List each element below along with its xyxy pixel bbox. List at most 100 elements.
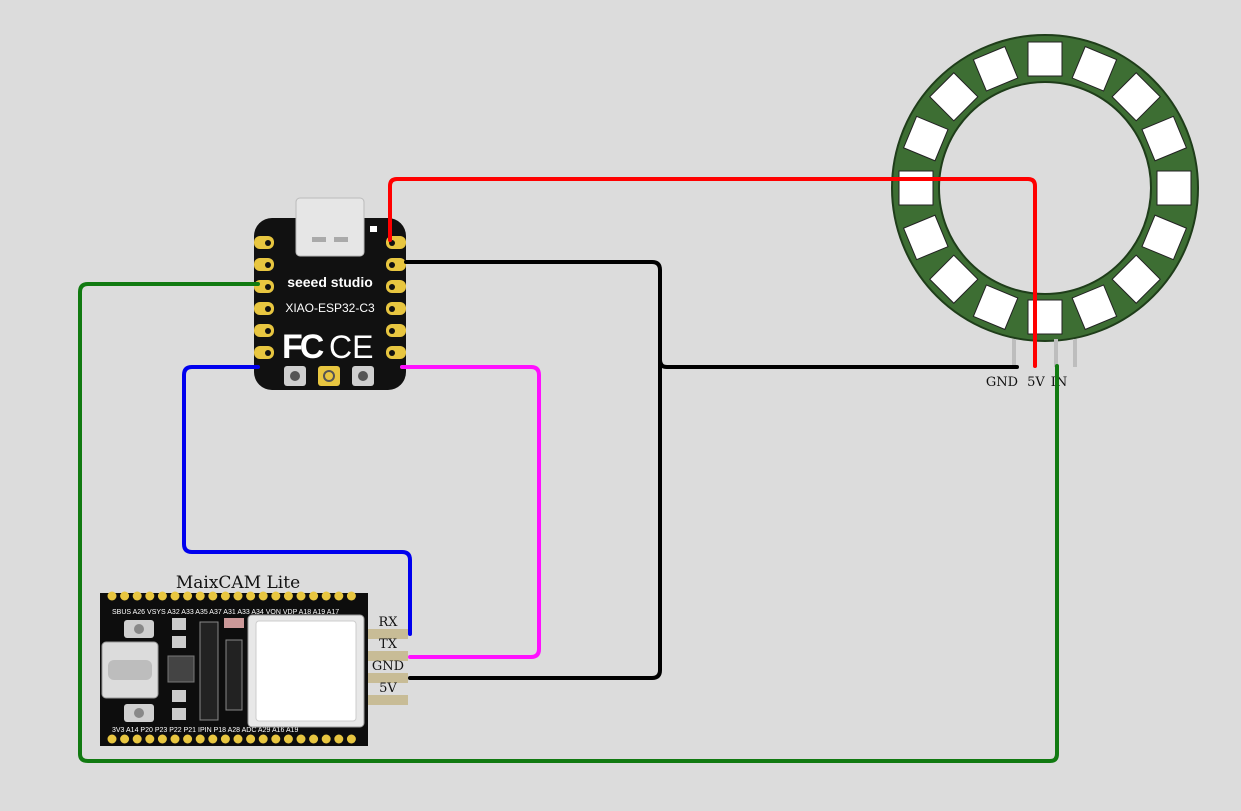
tx-wire[interactable] [400, 365, 541, 659]
maixcam-edge-pad [220, 734, 230, 744]
ring-led [1111, 254, 1161, 304]
xiao-brand-label: seeed studio [287, 274, 373, 290]
maixcam-edge-pad [271, 591, 281, 601]
maixcam-pin-label-rx: RX [378, 615, 398, 630]
maixcam-edge-pad [346, 734, 356, 744]
xiao-led [370, 226, 377, 232]
maixcam-edge-pad [296, 734, 306, 744]
xiao-model-label: XIAO-ESP32-C3 [285, 301, 375, 315]
maixcam-edge-pad [145, 734, 155, 744]
maixcam-edge-pad [283, 591, 293, 601]
maixcam-module-shield [255, 620, 357, 722]
wires [78, 177, 1059, 763]
ring-led [972, 284, 1019, 331]
maixcam-edge-pad [145, 591, 155, 601]
xiao-esp32c3-board[interactable]: seeed studio XIAO-ESP32-C3 FC CE [254, 197, 406, 390]
maixcam-edge-pad [220, 591, 230, 601]
maixcam-usb-inner [108, 660, 152, 680]
ring-pin-in [1054, 339, 1058, 367]
ring-led [1027, 41, 1063, 77]
maixcam-pin-5v [368, 695, 408, 705]
smd-component [172, 618, 186, 630]
fcc-mark: FC [282, 328, 324, 366]
ring-led [1141, 115, 1188, 162]
ring-led [972, 45, 1019, 92]
maixcam-connector [199, 621, 219, 721]
ring-pin-label-5v: 5V [1027, 375, 1045, 390]
ring-led [1071, 284, 1118, 331]
maixcam-edge-pad [120, 591, 130, 601]
ring-led [929, 254, 979, 304]
maixcam-edge-pad [208, 591, 218, 601]
ring-led [1071, 45, 1118, 92]
maixcam-pin-tx [368, 651, 408, 661]
maixcam-pin-gnd [368, 673, 408, 683]
data-wire[interactable] [78, 282, 1059, 763]
maixcam-connector [225, 639, 243, 711]
maixcam-edge-pad [170, 734, 180, 744]
ring-led [902, 214, 949, 261]
maixcam-edge-pad [233, 591, 243, 601]
maixcam-edge-pad [157, 591, 167, 601]
ring-pin-gnd [1012, 339, 1016, 367]
maixcam-edge-pad [283, 734, 293, 744]
xiao-pcb [254, 218, 406, 390]
xiao-usb-c-port [295, 197, 365, 257]
maixcam-edge-pad [258, 591, 268, 601]
maixcam-edge-pad [334, 591, 344, 601]
maixcam-edge-pad [271, 734, 281, 744]
smd-component [224, 618, 244, 628]
smd-component [172, 690, 186, 702]
maixcam-edge-pad [195, 734, 205, 744]
maixcam-edge-pad [321, 591, 331, 601]
xiao-usb-pad [312, 237, 326, 242]
maixcam-lite-board[interactable]: MaixCAM Lite SBUS A26 VSYS A32 A33 A35 A… [100, 573, 408, 746]
smd-component [172, 636, 186, 648]
ring-led [1141, 214, 1188, 261]
maixcam-edge-pad [296, 591, 306, 601]
ring-led [1111, 72, 1161, 122]
maixcam-edge-pad [157, 734, 167, 744]
ring-led [902, 115, 949, 162]
led-ring[interactable]: GND 5V IN [891, 34, 1199, 390]
maixcam-edge-pad [120, 734, 130, 744]
maixcam-edge-pad [309, 591, 319, 601]
maixcam-chip [167, 655, 195, 683]
maixcam-edge-pad [183, 734, 193, 744]
ground-wire[interactable] [404, 260, 1019, 680]
power-wire[interactable] [388, 177, 1037, 368]
maixcam-edge-pad [195, 591, 205, 601]
ring-led [1156, 170, 1192, 206]
maixcam-edge-pad [183, 591, 193, 601]
ring-pin-extra [1073, 339, 1077, 367]
maixcam-edge-pad [208, 734, 218, 744]
maixcam-edge-pad [246, 734, 256, 744]
maixcam-pin-label-tx: TX [379, 637, 398, 652]
maixcam-silk-bottom: 3V3 A14 P20 P23 P22 P21 IPIN P18 A28 ADC… [112, 727, 299, 734]
maixcam-edge-pad [346, 591, 356, 601]
maixcam-title: MaixCAM Lite [176, 573, 300, 593]
maixcam-edge-pad [107, 591, 117, 601]
ring-led [898, 170, 934, 206]
maixcam-edge-pad [132, 734, 142, 744]
maixcam-edge-pad [246, 591, 256, 601]
maixcam-pin-label-5v: 5V [379, 681, 397, 696]
maixcam-edge-pad [233, 734, 243, 744]
maixcam-edge-pad [321, 734, 331, 744]
maixcam-edge-pad [132, 591, 142, 601]
ring-pin-label-gnd: GND [986, 375, 1018, 390]
ce-mark: CE [329, 329, 373, 365]
rx-wire[interactable] [182, 365, 412, 636]
smd-component [172, 708, 186, 720]
led-group [898, 41, 1192, 335]
maixcam-edge-pad [258, 734, 268, 744]
maixcam-edge-pad [107, 734, 117, 744]
ring-hole [938, 81, 1152, 295]
maixcam-silk-top: SBUS A26 VSYS A32 A33 A35 A37 A31 A33 A3… [112, 609, 339, 616]
maixcam-edge-pads [107, 591, 356, 744]
maixcam-edge-pad [334, 734, 344, 744]
maixcam-pin-label-gnd: GND [372, 659, 404, 674]
xiao-usb-pad [334, 237, 348, 242]
